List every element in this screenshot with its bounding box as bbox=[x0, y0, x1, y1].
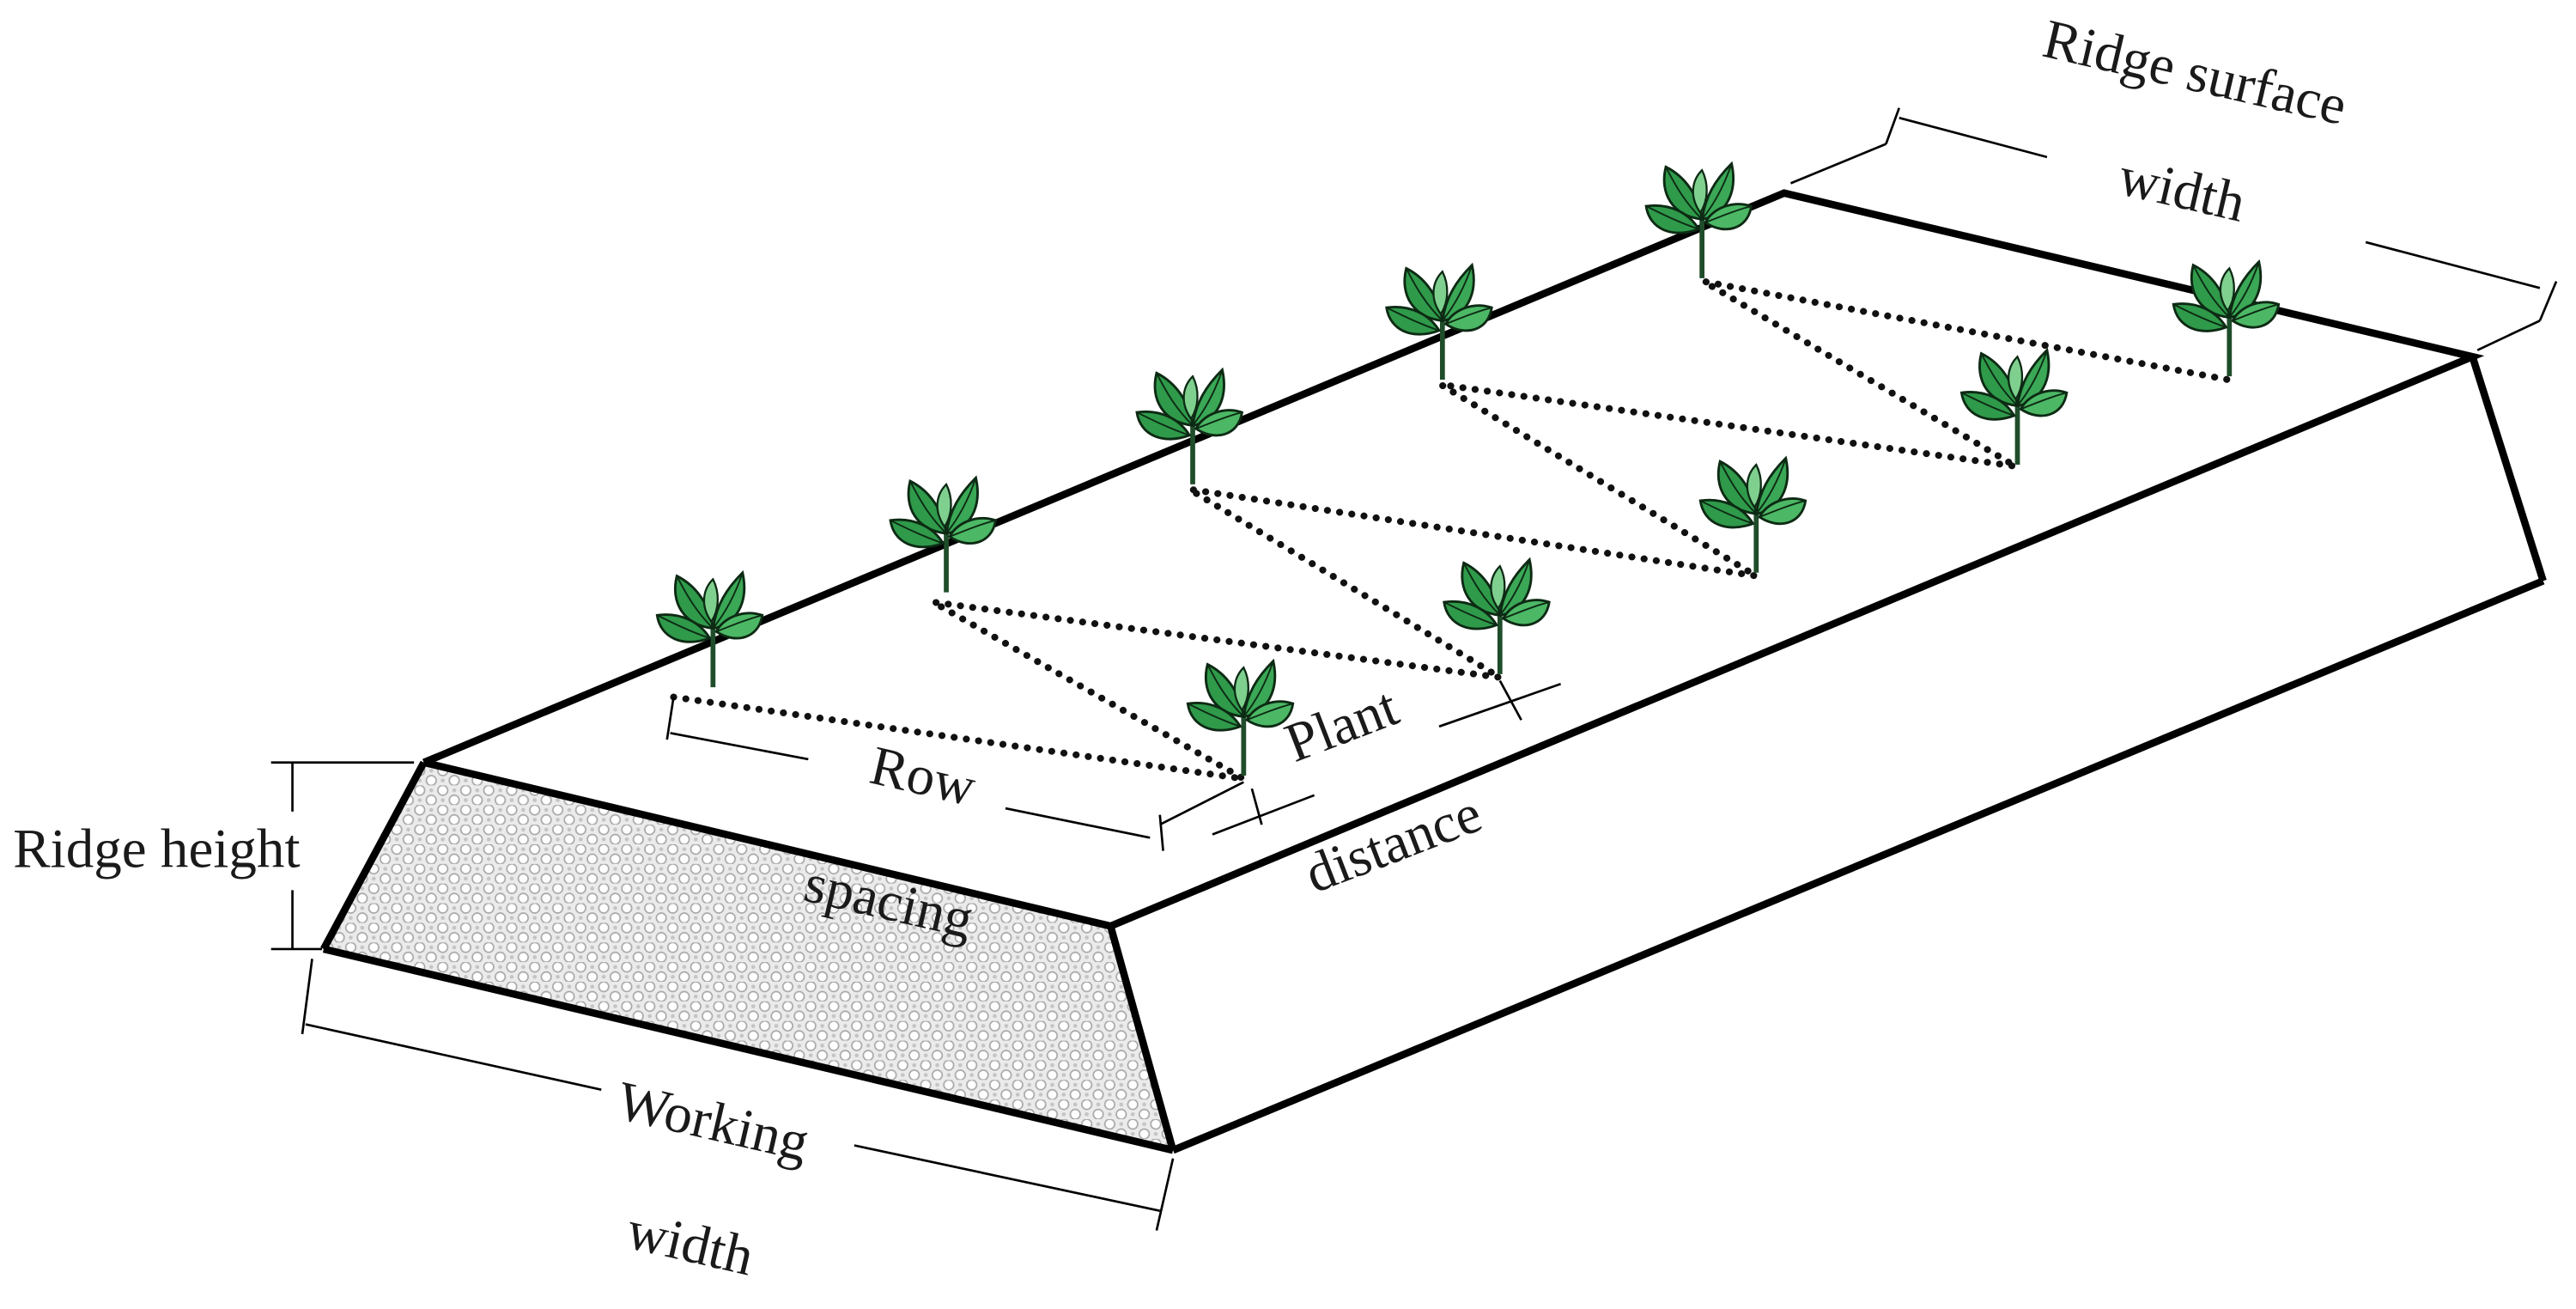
working-width-label: Working bbox=[611, 1070, 814, 1174]
seedling-1 bbox=[657, 573, 762, 687]
ridge-cross-section bbox=[323, 762, 1174, 1151]
row-spacing-label: Row bbox=[865, 734, 981, 819]
plant-distance-dimension bbox=[1212, 679, 1562, 836]
working-width-label-2: width bbox=[622, 1199, 760, 1288]
working-width-dimension bbox=[301, 959, 1175, 1231]
seedling-4 bbox=[1387, 265, 1492, 380]
plant-distance-label: Plant bbox=[1277, 676, 1406, 775]
plant-distance-label-2: distance bbox=[1297, 782, 1490, 905]
seedling-3 bbox=[1137, 370, 1242, 484]
seedling-9 bbox=[1961, 350, 2066, 465]
ridge-outline bbox=[320, 189, 2547, 1154]
seedling-7 bbox=[1444, 560, 1549, 674]
ridge-surface-width-label: Ridge surface bbox=[2038, 8, 2352, 137]
seedling-10 bbox=[2173, 262, 2278, 376]
ridge-height-label: Ridge height bbox=[13, 819, 300, 880]
ridge-surface-width-dimension bbox=[1789, 107, 2558, 351]
seedling-8 bbox=[1700, 458, 1805, 572]
ridge-height-dimension bbox=[270, 761, 415, 951]
seedling-5 bbox=[1646, 164, 1751, 278]
row-spacing-dimension bbox=[665, 697, 1244, 851]
seedling-2 bbox=[890, 478, 995, 592]
ridge-surface-width-label-2: width bbox=[2113, 145, 2251, 234]
planting-zigzag-path bbox=[670, 277, 2232, 782]
